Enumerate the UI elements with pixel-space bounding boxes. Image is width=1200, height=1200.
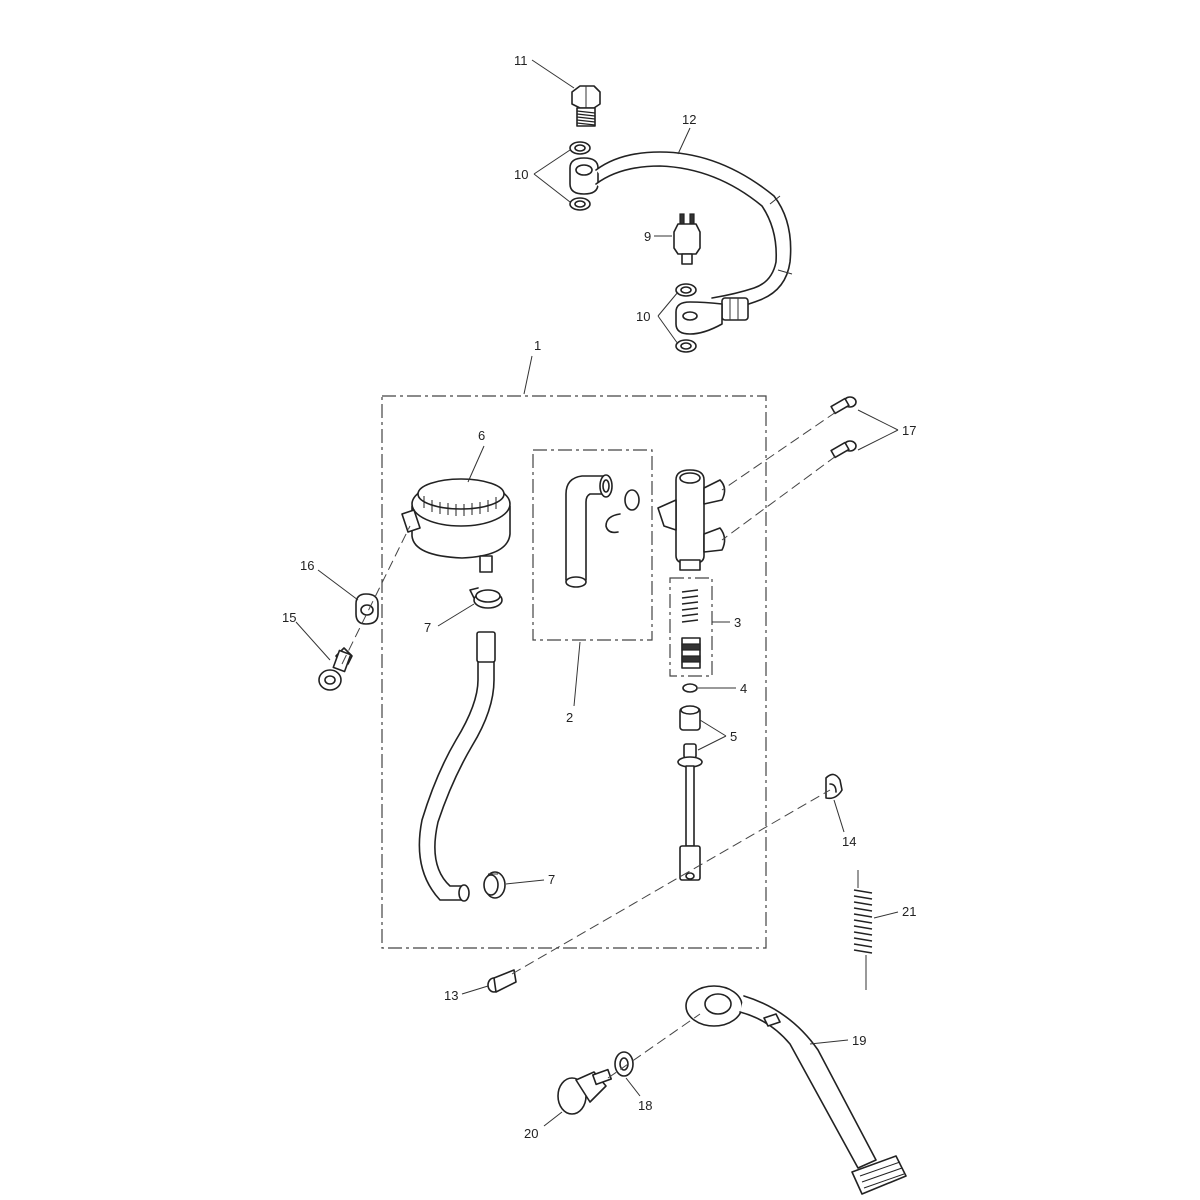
reservoir-hose-elbow bbox=[565, 474, 613, 588]
callout-18: 18 bbox=[625, 1077, 652, 1113]
assembly-line-pedal bbox=[607, 1013, 701, 1079]
callout-10-lower-label: 10 bbox=[636, 309, 650, 324]
callout-14: 14 bbox=[833, 799, 856, 849]
cylinder-mounting-bolt-lower bbox=[830, 440, 857, 459]
callout-4-label: 4 bbox=[740, 681, 747, 696]
sealing-washer-lower-bottom bbox=[675, 339, 697, 353]
assembly-line-reservoir-bolt bbox=[341, 525, 411, 665]
callout-20-label: 20 bbox=[524, 1126, 538, 1141]
banjo-bolt bbox=[571, 85, 601, 127]
reservoir-mounting-bolt bbox=[318, 647, 353, 691]
reservoir-hose-kit-boundary bbox=[532, 449, 653, 641]
dust-boot bbox=[679, 705, 701, 731]
brake-pedal bbox=[685, 985, 907, 1195]
assembly-line-bolt-17-lower bbox=[721, 455, 837, 541]
return-spring bbox=[853, 870, 873, 990]
pedal-pivot-bolt bbox=[557, 1068, 613, 1115]
callout-15: 15 bbox=[282, 610, 331, 661]
cylinder-mounting-bolt-upper bbox=[830, 396, 857, 415]
callout-19: 19 bbox=[809, 1033, 866, 1048]
callout-16: 16 bbox=[300, 558, 359, 601]
assembly-line-clevis bbox=[511, 789, 831, 975]
sealing-washer-lower-top bbox=[675, 283, 697, 297]
callout-7-lower: 7 bbox=[505, 872, 555, 887]
callout-20: 20 bbox=[524, 1111, 563, 1141]
callout-12-label: 12 bbox=[682, 112, 696, 127]
callout-10-upper-label: 10 bbox=[514, 167, 528, 182]
elbow-circlip bbox=[605, 513, 621, 534]
clevis-pin bbox=[487, 969, 517, 993]
callout-2: 2 bbox=[566, 641, 581, 725]
callout-11-label: 11 bbox=[514, 53, 528, 68]
callout-19-label: 19 bbox=[852, 1033, 866, 1048]
callout-2-label: 2 bbox=[566, 710, 573, 725]
pushrod bbox=[677, 743, 703, 881]
callout-3-label: 3 bbox=[734, 615, 741, 630]
brake-light-switch bbox=[673, 213, 701, 265]
callout-15-label: 15 bbox=[282, 610, 296, 625]
callout-7-upper-label: 7 bbox=[424, 620, 431, 635]
callout-16-label: 16 bbox=[300, 558, 314, 573]
callout-5: 5 bbox=[697, 719, 737, 751]
callout-21-label: 21 bbox=[902, 904, 916, 919]
hose-clip-upper bbox=[469, 587, 503, 609]
callout-10-upper: 10 bbox=[514, 149, 571, 203]
callout-7-lower-label: 7 bbox=[548, 872, 555, 887]
reservoir-hose bbox=[418, 631, 496, 902]
callout-17: 17 bbox=[857, 409, 916, 451]
callout-18-label: 18 bbox=[638, 1098, 652, 1113]
sealing-washer-upper-top bbox=[569, 141, 591, 155]
callout-21: 21 bbox=[873, 904, 916, 919]
callout-1-label: 1 bbox=[534, 338, 541, 353]
reservoir-spacer bbox=[355, 593, 379, 625]
callout-11: 11 bbox=[514, 53, 575, 89]
piston-kit-boundary bbox=[669, 577, 713, 677]
callout-7-upper: 7 bbox=[424, 603, 475, 635]
callout-12: 12 bbox=[677, 112, 696, 155]
callout-5-label: 5 bbox=[730, 729, 737, 744]
banjo-fitting-lower bbox=[675, 301, 723, 335]
banjo-fitting-upper bbox=[569, 157, 599, 195]
callouts: 1 2 3 4 5 6 7 7 bbox=[282, 53, 916, 1141]
callout-4: 4 bbox=[698, 681, 747, 696]
elbow-o-ring bbox=[624, 489, 640, 511]
callout-9-label: 9 bbox=[644, 229, 651, 244]
circlip bbox=[682, 683, 698, 693]
master-cylinder-assembly-boundary bbox=[381, 395, 767, 949]
callout-3: 3 bbox=[712, 615, 741, 630]
assembly-line-bolt-17-upper bbox=[721, 411, 837, 491]
piston-spring bbox=[681, 589, 699, 623]
fluid-reservoir bbox=[401, 478, 511, 573]
callout-6-label: 6 bbox=[478, 428, 485, 443]
callout-10-lower: 10 bbox=[636, 291, 679, 345]
callout-13: 13 bbox=[444, 985, 489, 1003]
sealing-washer-upper-bottom bbox=[569, 197, 591, 211]
clevis-clip bbox=[825, 773, 843, 800]
master-cylinder-body bbox=[657, 469, 726, 571]
callout-17-label: 17 bbox=[902, 423, 916, 438]
callout-1: 1 bbox=[523, 338, 541, 395]
hose-clip-lower bbox=[483, 871, 506, 899]
callout-6: 6 bbox=[467, 428, 485, 483]
piston bbox=[681, 637, 701, 669]
callout-9: 9 bbox=[644, 229, 672, 244]
pivot-washer bbox=[614, 1051, 634, 1077]
callout-14-label: 14 bbox=[842, 834, 856, 849]
callout-13-label: 13 bbox=[444, 988, 458, 1003]
